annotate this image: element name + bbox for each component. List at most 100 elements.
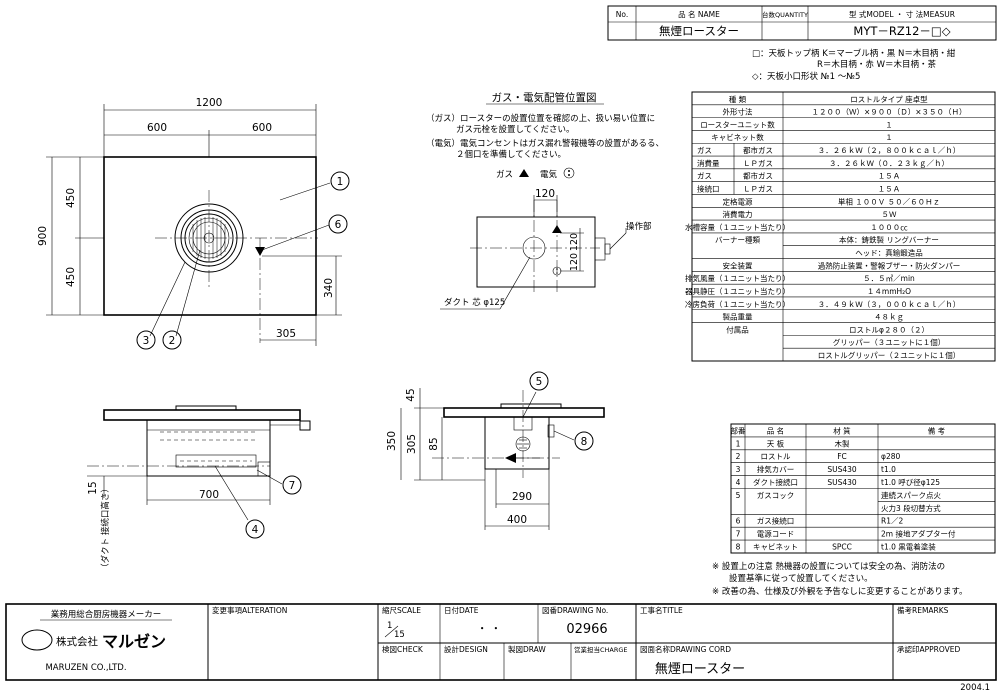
side-view: 45 350 305 85 290 400 [386, 388, 605, 530]
dim-340: 340 [323, 278, 335, 298]
front-view: 700 15 （ダクト 接続口高さ） [87, 405, 311, 572]
front-cabinet [146, 419, 271, 477]
parts-cell: 天 板 [767, 438, 785, 448]
spec-sublabel: ＬＰガス [743, 158, 773, 168]
parts-cell: 木製 [835, 438, 850, 448]
parts-cell: t1.0 呼び径φ125 [881, 477, 940, 487]
balloon-4: 4 [245, 519, 265, 539]
scale-label: 縮尺SCALE [382, 605, 421, 615]
balloon-5: 5 [529, 371, 549, 391]
spec-sublabel: ＬＰガス [743, 183, 773, 193]
parts-cell: SPCC [832, 543, 852, 552]
company-prefix: 株式会社 [56, 635, 98, 648]
title-block: 業務用総合厨房機器メーカー 株式会社 マルゼン MARUZEN CO.,LTD.… [5, 603, 997, 681]
parts-cell: ガス接続口 [757, 516, 795, 526]
company-en: MARUZEN CO.,LTD. [45, 663, 126, 673]
parts-cell: 5 [736, 491, 741, 500]
remarks-label: 備考REMARKS [897, 605, 949, 615]
header-table: No. 品 名 NAME 台数QUANTITY 型 式MODEL ・ 寸 法ME… [607, 5, 997, 41]
balloon-7: 7 [282, 475, 302, 495]
legend-elec-label: 電気 [540, 169, 558, 180]
spec-value: ５．５㎥／min [863, 274, 915, 283]
piping-note1b: ガス元栓を設置してください。 [456, 124, 575, 135]
options-legend: □：天板トップ柄 K＝マーブル柄・黒 N＝木目柄・紺 R＝木目柄・赤 W＝木目柄… [752, 48, 956, 82]
header-name-label: 品 名 NAME [678, 9, 720, 19]
approved-label: 承認印APPROVED [897, 644, 961, 654]
spec-value: １０００㏄ [870, 223, 908, 232]
front-duct [175, 454, 257, 468]
parts-cell: 2m 接地アダプター付 [881, 529, 956, 539]
svg-text:4: 4 [252, 524, 259, 536]
scale-den: 15 [394, 630, 405, 640]
balloon-8: 8 [574, 431, 594, 451]
spec-value: グリッパー（３ユニットに１個） [833, 337, 946, 347]
parts-cell: FC [837, 452, 847, 461]
parts-cell: 4 [736, 478, 741, 487]
parts-cell: ロストル [761, 452, 791, 461]
options-line1: □：天板トップ柄 K＝マーブル柄・黒 N＝木目柄・紺 [752, 48, 956, 59]
parts-header-cell: 材 質 [833, 425, 851, 435]
dim-305: 305 [276, 328, 296, 340]
parts-cell: 排気カバー [757, 464, 795, 474]
scale-num: 1 [387, 621, 392, 631]
dim-600a: 600 [147, 122, 167, 134]
note-2: ※ 改善の為、仕様及び外観を予告なしに変更することがあります。 [712, 586, 967, 597]
parts-cell: t1.0 黒電着塗装 [881, 542, 936, 552]
company-logo-icon [21, 629, 53, 651]
spec-value: １ [885, 120, 893, 129]
parts-header-cell: 備 考 [928, 425, 946, 435]
svg-text:8: 8 [581, 436, 588, 448]
dim-85: 85 [428, 437, 440, 450]
svg-text:1: 1 [337, 176, 344, 188]
spec-value: １ [885, 133, 893, 142]
legend-outlet-icon [563, 167, 575, 179]
svg-text:6: 6 [335, 219, 342, 231]
header-model-label: 型 式MODEL ・ 寸 法MEASUR [849, 9, 955, 19]
spec-value: １５Ａ [878, 184, 901, 193]
drawing-cord-label: 図面名称DRAWING CORD [640, 644, 731, 654]
header-qty-label: 台数QUANTITY [762, 10, 808, 19]
spec-value: ３．２６ｋＷ（２，８００ｋｃａｌ／ｈ） [818, 146, 961, 155]
drawing-no: 02966 [566, 622, 607, 637]
plan-gas-marker [255, 247, 265, 256]
dim-450b: 450 [65, 267, 77, 287]
notes: ※ 設置上の注意 熱機器の設置については安全の為、消防法の 設置基準に従って設置… [712, 561, 967, 597]
balloon-3: 3 [136, 330, 156, 350]
spec-label: ガス [697, 145, 712, 155]
front-top-board [103, 409, 301, 421]
parts-cell: φ280 [881, 452, 900, 461]
side-cabinet [484, 416, 550, 470]
note-1a: ※ 設置上の注意 熱機器の設置については安全の為、消防法の [712, 561, 945, 572]
parts-header-cell: 品 名 [767, 425, 784, 435]
spec-label: 種 類 [729, 94, 747, 104]
front-gas-pipe [299, 420, 311, 431]
company-name: マルゼン [102, 632, 166, 651]
spec-value: 過熱防止装置・警報ブザー・防火ダンパー [818, 260, 961, 270]
spec-value: ３．２６ｋＷ（０．２３ｋｇ／ｈ） [829, 159, 949, 168]
legend-gas-triangle [519, 169, 529, 177]
plan-top-board [103, 156, 317, 316]
spec-sublabel: 都市ガス [743, 145, 773, 155]
spec-value: ロストルタイプ 座卓型 [850, 94, 928, 104]
parts-cell: 2 [736, 452, 741, 461]
parts-cell: ダクト接続口 [753, 477, 798, 487]
spec-label: 外形寸法 [723, 107, 753, 117]
dim-side-305: 305 [406, 434, 418, 454]
parts-cell: 1 [736, 439, 741, 448]
spec-value: 本体：鋳鉄製 リングバーナー [839, 235, 939, 245]
dim-900: 900 [37, 226, 49, 246]
spec-label: 器具静圧（１ユニット当たり） [685, 286, 790, 296]
parts-cell: t1.0 [881, 465, 896, 474]
piping-dim-120a: 120 [535, 188, 555, 200]
spec-value: ヘッド：真鍮鍛造品 [855, 248, 923, 258]
spec-label: 水槽容量（１ユニット当たり） [685, 222, 790, 232]
balloon-6: 6 [328, 214, 348, 234]
parts-cell: 連続スパーク点火 [881, 490, 941, 500]
spec-sublabel: 都市ガス [743, 171, 773, 181]
piping-dim-120c: 120 [569, 253, 580, 271]
balloon-1: 1 [330, 171, 350, 191]
alteration-label: 変更事項ALTERATION [212, 605, 287, 615]
parts-cell: 7 [736, 530, 741, 539]
